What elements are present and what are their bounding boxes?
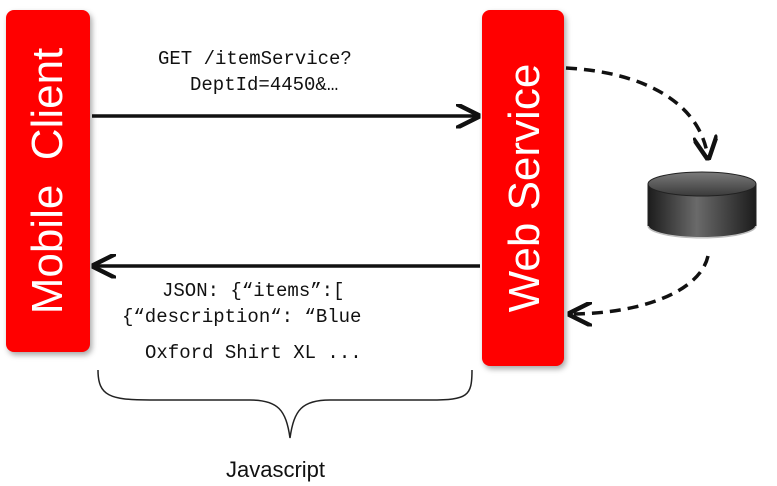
javascript-label: Javascript: [226, 457, 325, 482]
response-text-line1: JSON: {“items”:[: [162, 280, 344, 302]
dashed-arrow-to-database: [565, 66, 708, 158]
dashed-arrow-from-database: [570, 255, 710, 314]
database-icon: [647, 171, 757, 239]
mobile-client-label: Mobile Client: [23, 48, 72, 315]
request-text-line1: GET /itemService?: [158, 48, 352, 70]
web-service-box: Web Service: [482, 10, 564, 366]
mobile-client-box: Mobile Client: [6, 10, 90, 352]
response-text-line2: {“description“: “Blue: [122, 306, 361, 328]
curly-brace: [97, 369, 473, 439]
request-text-line2: DeptId=4450&…: [190, 74, 338, 96]
response-text-line3: Oxford Shirt XL ...: [145, 342, 362, 364]
web-service-label: Web Service: [500, 64, 549, 313]
